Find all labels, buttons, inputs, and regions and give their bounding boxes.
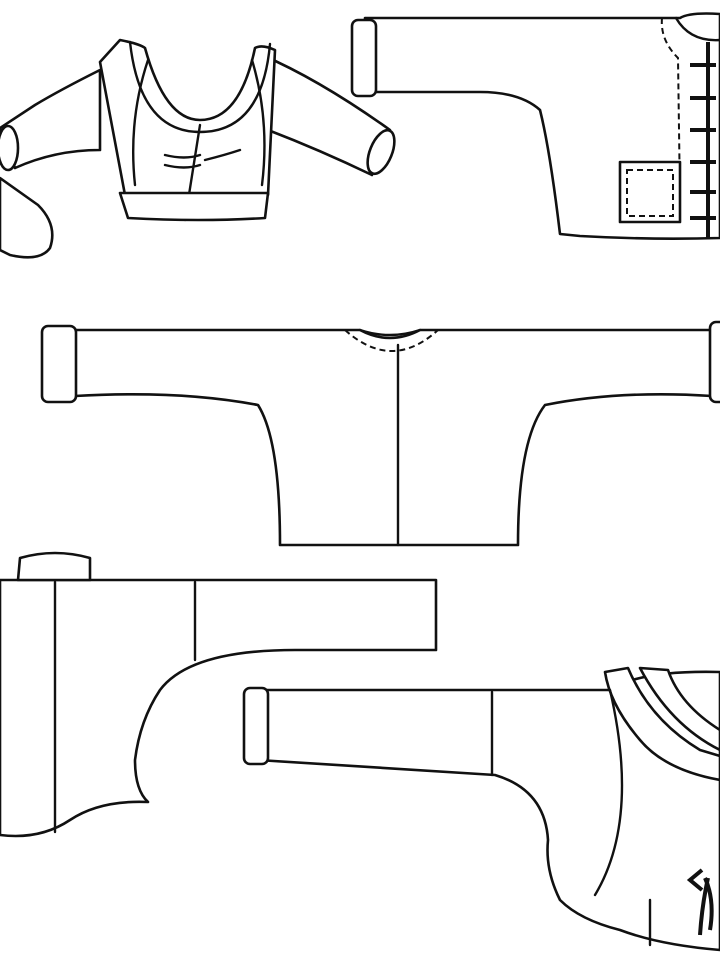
- dolman-left-cuff: [40, 324, 78, 404]
- wrap-overlap-edge: [593, 688, 624, 897]
- jacket-cuff: [350, 18, 378, 98]
- choli-blouse: [0, 38, 396, 259]
- choli-gather-2: [163, 163, 202, 169]
- choli-gather-1: [163, 153, 202, 159]
- dolman-body: [73, 328, 714, 547]
- choli-waistband: [118, 191, 270, 222]
- wrap-body: [256, 670, 720, 952]
- choli-left-sleeve-lower: [0, 176, 54, 259]
- dolman-jacket: [40, 320, 720, 547]
- stand-collar-top: [0, 551, 438, 838]
- choli-bodice: [98, 38, 277, 197]
- choli-left-cuff: [0, 124, 20, 172]
- mandarin-jacket: [350, 12, 720, 240]
- dolman-right-cuff: [708, 320, 720, 404]
- choli-gather-3: [203, 148, 242, 162]
- jacket-placket-dash: [660, 17, 681, 201]
- jacket-neckline: [674, 16, 720, 42]
- stand-top-body: [0, 578, 438, 838]
- jacket-pocket-stitch: [626, 169, 674, 217]
- jacket-frog-closures: [690, 63, 716, 220]
- choli-right-cuff: [366, 128, 396, 176]
- dolman-collar: [358, 328, 422, 337]
- wrap-collar-left: [603, 666, 720, 782]
- choli-seam-right: [250, 58, 266, 187]
- wrap-tie: [686, 868, 714, 936]
- dolman-collar-dash: [344, 329, 439, 352]
- jacket-pocket: [618, 160, 682, 224]
- choli-seam-left: [131, 58, 150, 187]
- wrap-collar-right: [638, 666, 720, 752]
- choli-left-sleeve: [0, 68, 102, 170]
- wrap-cuff: [242, 686, 270, 766]
- wrap-blouse: [242, 666, 720, 952]
- stand-collar: [16, 551, 92, 582]
